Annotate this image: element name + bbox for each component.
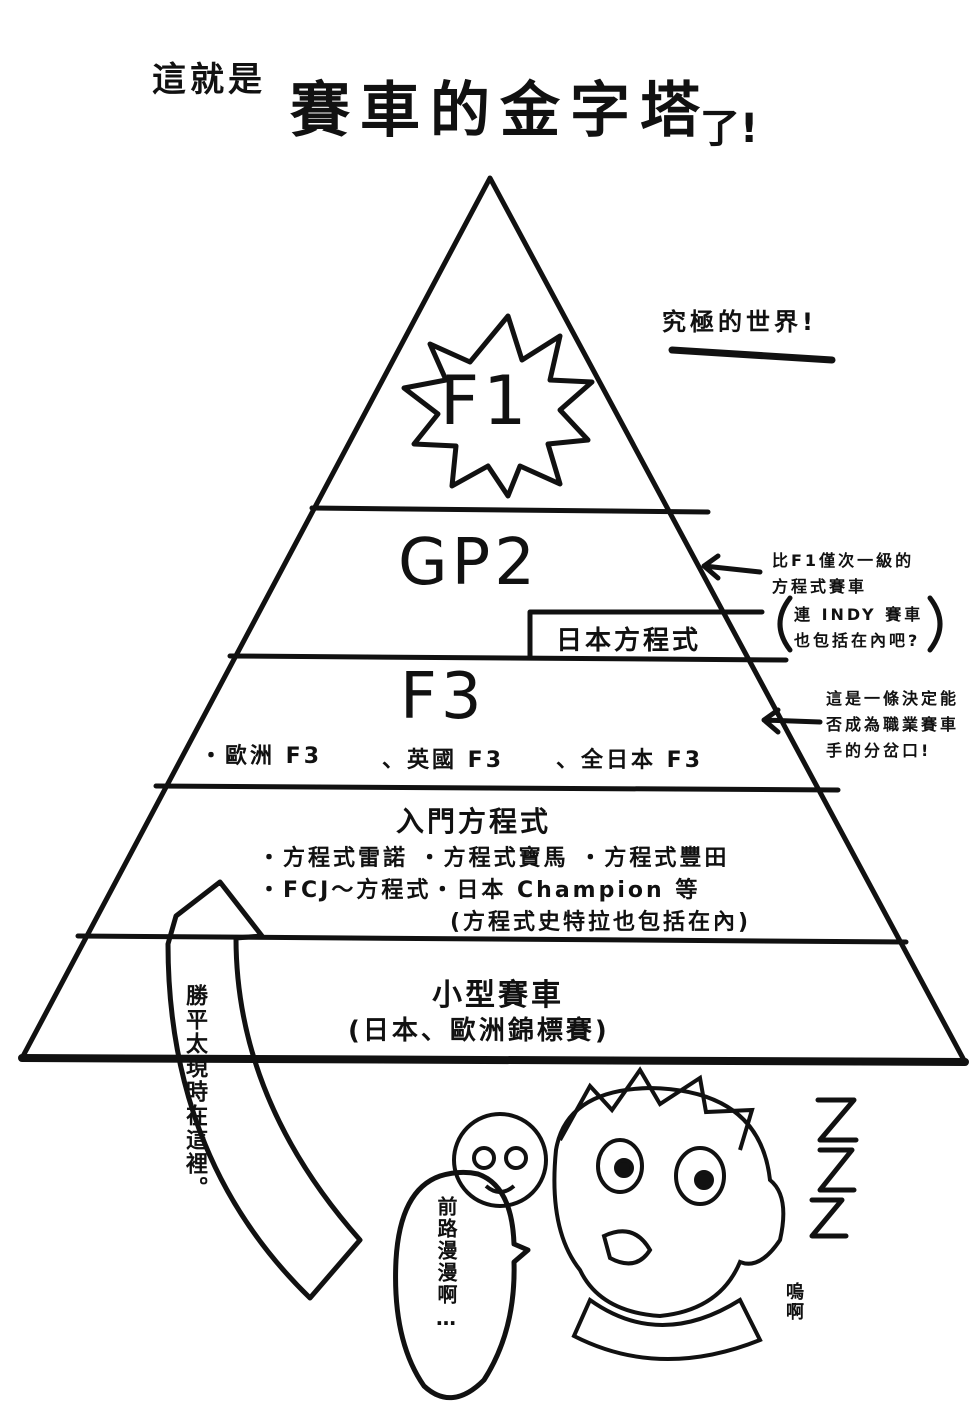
- speech-bubble-text: 前路漫漫啊…: [434, 1196, 458, 1332]
- boy-hair: [558, 1066, 755, 1151]
- entry-line-1: ・方程式雷諾 ・方程式寶馬 ・方程式豐田: [258, 846, 730, 871]
- entry-line-3: (方程式史特拉也包括在內): [450, 910, 752, 935]
- boy-eye-right: [674, 1146, 726, 1206]
- tier-line-entry-kart: [75, 933, 909, 945]
- boy-eye-left: [596, 1138, 644, 1194]
- level-kart-label: 小型賽車: [432, 978, 564, 1013]
- indy-paren-left: [777, 595, 793, 653]
- f3-item-europe: ・歐洲 F3: [200, 744, 322, 769]
- f3-item-uk: 、英國 F3: [382, 748, 504, 773]
- boy-mouth: [601, 1229, 653, 1266]
- gp2-side-note: 比F1僅次一級的方程式賽車: [772, 551, 915, 596]
- kart-sub-label: (日本、歐洲錦標賽): [348, 1016, 610, 1046]
- title-suffix: 了!: [700, 106, 759, 152]
- arrow-f3-note: [761, 707, 823, 735]
- sigh-text: 嗚啊: [783, 1282, 804, 1322]
- level-entry-label: 入門方程式: [396, 805, 552, 838]
- ultimate-world-note: 究極的世界!: [662, 308, 817, 336]
- entry-line-2: ・FCJ～方程式・日本 Champion 等: [258, 878, 701, 903]
- monkey-eye-right: [504, 1146, 528, 1170]
- pyramid-base: [18, 1054, 969, 1066]
- speech-bubble-outline: [393, 1169, 531, 1401]
- page-title: 賽車的金字塔: [290, 76, 710, 146]
- level-f3-label: F3: [400, 660, 486, 734]
- monkey-mouth: [484, 1184, 516, 1194]
- indy-side-note: 連 INDY 賽車也包括在內吧?: [794, 605, 924, 650]
- sigh-lines: [809, 1097, 859, 1239]
- arrow-gp2-note: [701, 553, 763, 581]
- f3-item-all-japan: 、全日本 F3: [556, 748, 703, 773]
- indy-paren-right: [927, 595, 943, 653]
- character-drawing: [452, 1066, 786, 1362]
- japan-formula-box: [527, 609, 765, 661]
- monkey-head: [452, 1112, 548, 1208]
- top-note-underline: [668, 346, 836, 364]
- starburst-icon: [401, 313, 595, 499]
- tier-line-gp2-f3: [227, 653, 789, 663]
- monkey-eye-left: [472, 1146, 496, 1170]
- level-gp2-label: GP2: [398, 526, 539, 600]
- tier-line-f1-gp2: [309, 505, 711, 515]
- f3-side-note: 這是一條決定能否成為職業賽車手的分岔口!: [826, 689, 960, 760]
- curved-up-arrow-icon: [165, 879, 363, 1301]
- arrow-text-part1: 勝平太現時在這裡。: [182, 984, 207, 1200]
- tier-line-f3-entry: [153, 783, 841, 793]
- boy-collar: [571, 1296, 763, 1362]
- level-japan-formula-label: 日本方程式: [556, 626, 702, 656]
- level-f1-label: F1: [440, 362, 531, 441]
- title-prefix: 這就是: [152, 60, 266, 100]
